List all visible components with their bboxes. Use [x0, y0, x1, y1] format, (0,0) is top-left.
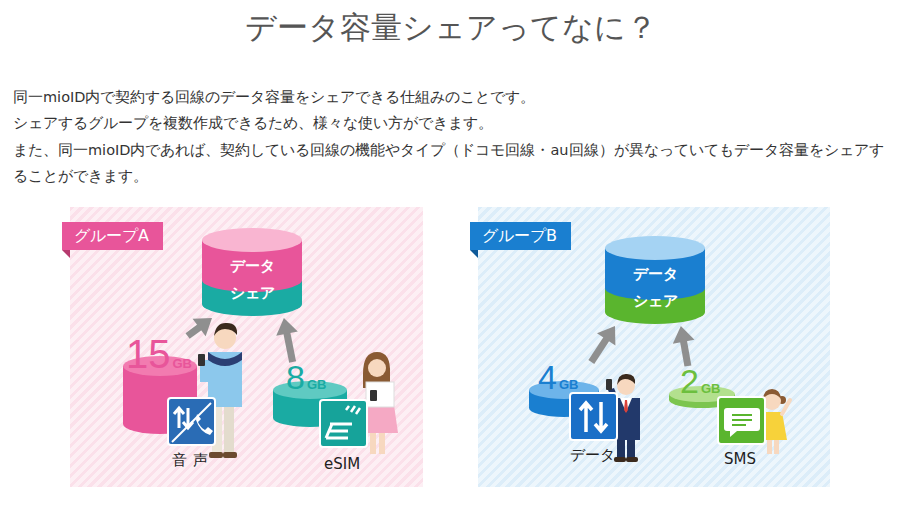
description-text: シェアするグループを複数作成できるため、様々な使い方ができます。	[13, 110, 888, 136]
group-tab: グループA	[62, 222, 163, 250]
cylinder-body	[123, 366, 197, 434]
cylinder-shape	[270, 362, 350, 430]
capacity-unit: GB	[173, 356, 193, 371]
band-text: シェア	[202, 282, 302, 304]
capacity-number: 15	[126, 332, 171, 376]
capacity-unit: GB	[307, 377, 327, 392]
capacity-value: 2GB	[680, 362, 720, 400]
description-text: 同一mioID内で契約する回線のデータ容量をシェアできる仕組みのことです。	[13, 84, 888, 110]
icon-label: eSIM	[324, 455, 360, 473]
band-text: データ	[605, 263, 705, 285]
capacity-cylinder: 8GB	[270, 362, 350, 430]
band-text: シェア	[605, 290, 705, 312]
icon-label: データ	[570, 446, 615, 464]
cylinder-top	[605, 236, 705, 260]
capacity-number: 8	[286, 358, 305, 396]
icon-label: SMS	[724, 450, 756, 468]
capacity-number: 2	[680, 362, 699, 400]
cylinder-shape	[526, 362, 602, 424]
description-text: また、同一mioID内であれば、契約している回線の機能やタイプ（ドコモ回線・au…	[13, 137, 888, 189]
capacity-unit: GB	[559, 377, 579, 392]
band-text: データ	[202, 255, 302, 277]
group-panel: グループAデータシェア15GB8GB	[70, 207, 423, 487]
group-panel: グループBデータシェア4GB2GB	[478, 207, 830, 487]
share-cylinder: データシェア	[605, 236, 705, 326]
capacity-cylinder: 2GB	[666, 366, 738, 416]
page-title: データ容量シェアってなに？	[0, 7, 901, 47]
capacity-number: 4	[538, 358, 557, 396]
group-tab: グループB	[470, 222, 571, 250]
capacity-unit: GB	[701, 381, 721, 396]
capacity-value: 8GB	[286, 358, 326, 396]
share-cylinder: データシェア	[202, 228, 302, 318]
capacity-cylinder: 15GB	[120, 336, 200, 436]
cylinder-top	[202, 228, 302, 252]
capacity-value: 15GB	[126, 332, 192, 376]
capacity-value: 4GB	[538, 358, 578, 396]
icon-label: 音声	[172, 451, 214, 469]
capacity-cylinder: 4GB	[526, 362, 602, 424]
